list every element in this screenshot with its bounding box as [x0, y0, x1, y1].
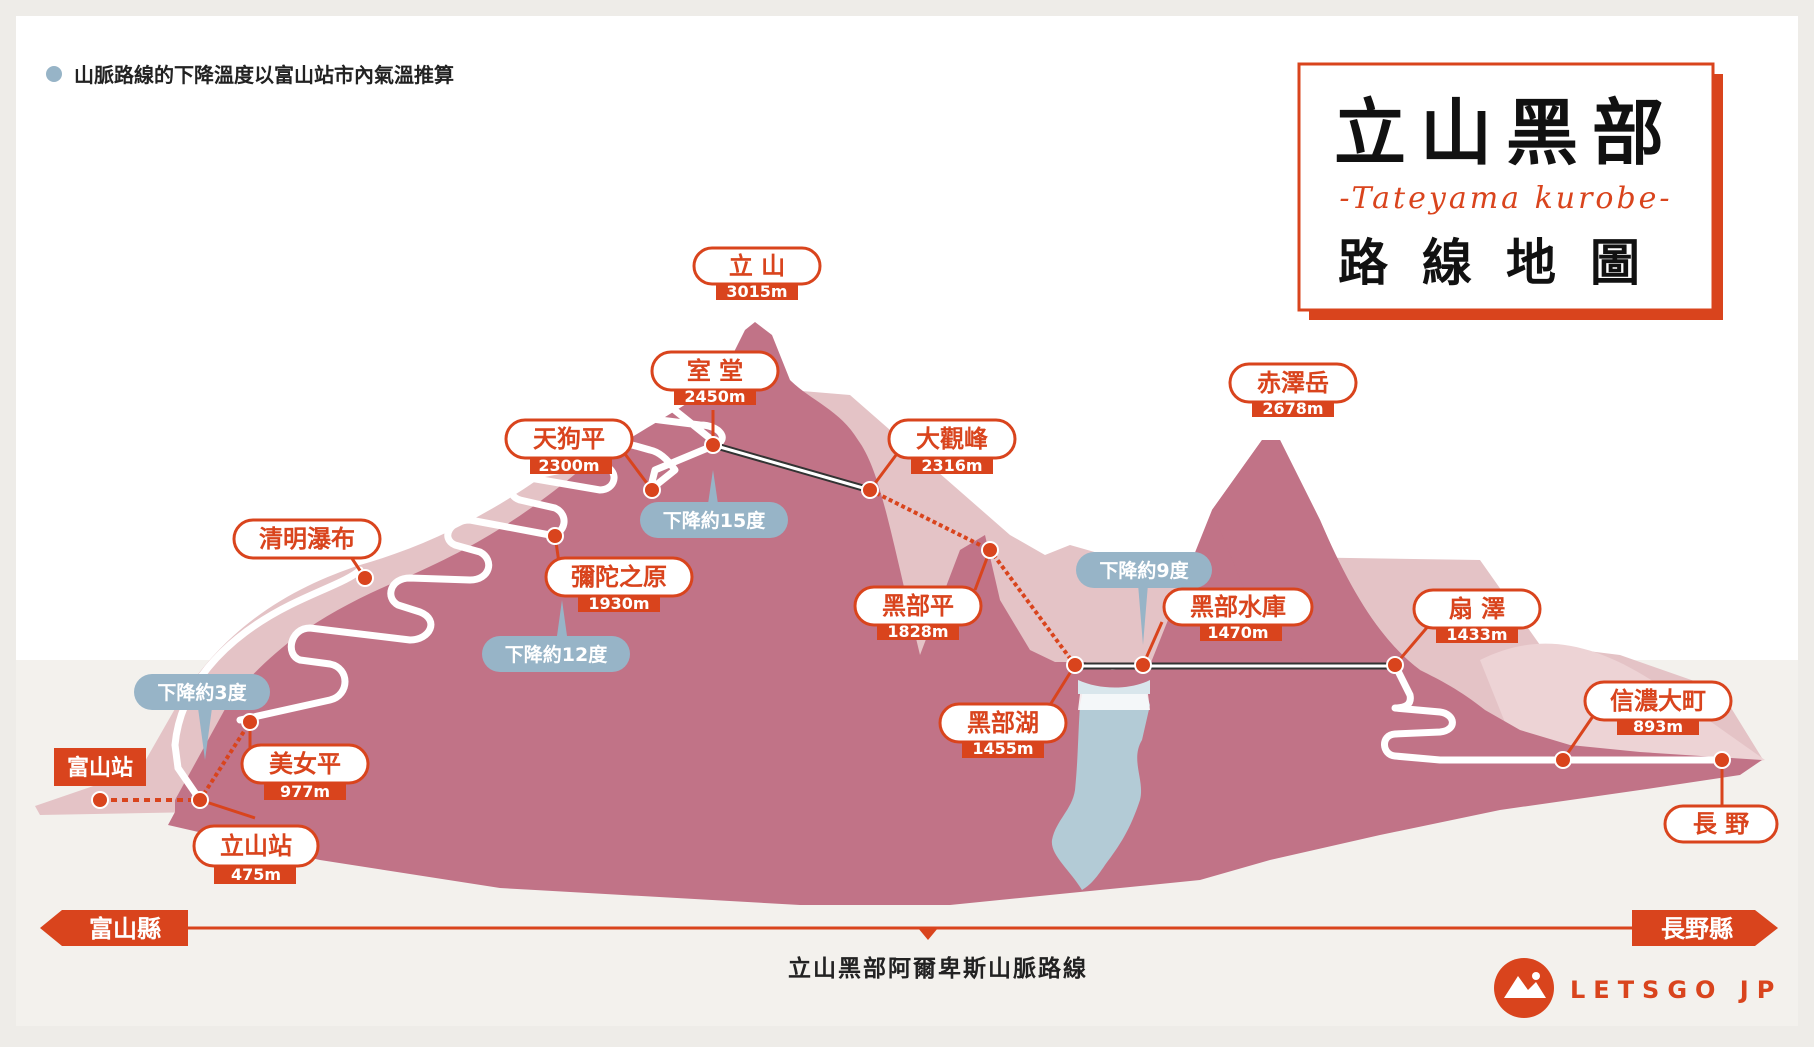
label-tengudaira-name: 天狗平: [533, 425, 605, 453]
dot-murodo: [704, 436, 722, 454]
toyama-pref-label: 富山縣: [89, 915, 161, 943]
toyama-pref-arrow: [40, 910, 188, 946]
title-main: 立山黑部: [1334, 90, 1678, 175]
label-ogisawa[interactable]: 扇 澤 1433m: [1412, 588, 1542, 644]
temp-label-t9: 下降約9度: [1099, 559, 1189, 582]
label-ogisawa-name: 扇 澤: [1449, 595, 1505, 623]
label-tateyama-st-elev: 475m: [231, 865, 281, 884]
label-shinano-elev: 893m: [1633, 717, 1683, 736]
label-nagano-name: 長 野: [1693, 810, 1749, 838]
label-midagahara-name: 彌陀之原: [571, 563, 667, 591]
label-ogisawa-elev: 1433m: [1446, 625, 1507, 644]
label-bijodaira-elev: 977m: [280, 782, 330, 801]
dot-nagano: [1713, 751, 1731, 769]
label-midagahara[interactable]: 彌陀之原 1930m: [544, 556, 694, 613]
label-bijodaira[interactable]: 美女平 977m: [240, 743, 370, 801]
dot-kurobedaira: [981, 541, 999, 559]
route-alpine-road: [236, 396, 726, 724]
route-nagano-road: [1381, 661, 1726, 764]
station-labels: 富山站 立山站 475m 美女平 977m 清明瀑布 彌陀之原 1930m: [54, 246, 1779, 884]
brand-mountain-icon: [1504, 976, 1546, 998]
note-bullet-icon: [46, 66, 62, 82]
cable-car-dotted-line: [198, 720, 252, 802]
dot-kurobedam: [1134, 656, 1152, 674]
label-kurobedaira[interactable]: 黑部平 1828m: [853, 585, 983, 641]
route-name: 立山黑部阿爾卑斯山脈路線: [788, 955, 1088, 982]
label-daikanbo-elev: 2316m: [921, 456, 982, 475]
note-text: 山脈路線的下降溫度以富山站市內氣溫推算: [74, 63, 454, 87]
title-script: -Tateyama kurobe-: [1339, 181, 1672, 216]
label-tateyama[interactable]: 立 山 3015m: [692, 246, 822, 301]
label-midagahara-elev: 1930m: [588, 594, 649, 613]
label-toyama-name: 富山站: [67, 755, 133, 781]
label-daikanbo[interactable]: 大觀峰 2316m: [887, 418, 1017, 475]
kurobe-dam-wall: [1078, 694, 1150, 710]
label-tateyama-elev: 3015m: [726, 282, 787, 301]
temp-callout-t9: 下降約9度: [1076, 552, 1212, 645]
dot-shinano: [1554, 751, 1572, 769]
label-murodo[interactable]: 室 堂 2450m: [650, 350, 780, 406]
title-box-frame: [1297, 62, 1715, 312]
dot-midagahara: [546, 527, 564, 545]
temp-label-t15: 下降約15度: [663, 509, 766, 532]
label-shinano[interactable]: 信濃大町 893m: [1583, 680, 1733, 736]
dot-shomyo: [356, 569, 374, 587]
label-tateyama-name: 立 山: [729, 252, 785, 280]
dot-bijodaira: [241, 713, 259, 731]
title-sub: 路線地圖: [1338, 233, 1674, 292]
label-kurobeko-elev: 1455m: [972, 739, 1033, 758]
label-akazawa-elev: 2678m: [1262, 399, 1323, 418]
label-kurobedam-name: 黑部水庫: [1190, 593, 1286, 621]
label-tateyama-st-name: 立山站: [220, 832, 292, 860]
label-kurobeko-name: 黑部湖: [967, 709, 1039, 737]
label-toyama[interactable]: 富山站: [54, 748, 146, 786]
label-shomyo-name: 清明瀑布: [259, 525, 355, 553]
kurobe-lake: [1051, 690, 1150, 890]
brand-name: LETSGO JP: [1570, 976, 1782, 1004]
label-akazawa-name: 赤澤岳: [1257, 369, 1329, 397]
label-daikanbo-name: 大觀峰: [916, 425, 988, 453]
label-kurobedam[interactable]: 黑部水庫 1470m: [1162, 587, 1314, 642]
label-murodo-elev: 2450m: [684, 387, 745, 406]
label-bijodaira-name: 美女平: [269, 750, 341, 778]
brand-sun-icon: [1532, 972, 1540, 980]
label-kurobedaira-elev: 1828m: [887, 622, 948, 641]
temp-callout-t12: 下降約12度: [482, 600, 630, 672]
label-tengudaira[interactable]: 天狗平 2300m: [504, 418, 634, 475]
label-shinano-name: 信濃大町: [1610, 687, 1706, 715]
label-kurobedaira-name: 黑部平: [882, 592, 954, 620]
dot-tengudaira: [643, 481, 661, 499]
label-shomyo[interactable]: 清明瀑布: [232, 518, 382, 560]
label-kurobeko[interactable]: 黑部湖 1455m: [938, 702, 1068, 758]
temp-label-t12: 下降約12度: [505, 643, 608, 666]
nagano-pref-label: 長野縣: [1661, 915, 1733, 943]
label-tateyama-st[interactable]: 立山站 475m: [192, 824, 320, 884]
label-akazawa[interactable]: 赤澤岳 2678m: [1228, 362, 1358, 418]
label-tengudaira-elev: 2300m: [538, 456, 599, 475]
dot-ogisawa: [1386, 656, 1404, 674]
route-shomyo-branch: [171, 566, 364, 804]
temp-callout-t15: 下降約15度: [640, 470, 788, 538]
brand-logo: LETSGO JP: [1494, 958, 1782, 1018]
dot-toyama: [91, 791, 109, 809]
station-dots: [91, 436, 1731, 809]
dot-daikanbo: [861, 481, 879, 499]
temp-callout-t3: 下降約3度: [134, 674, 270, 760]
dam-reservoir: [1078, 680, 1150, 694]
label-murodo-name: 室 堂: [687, 357, 743, 385]
label-nagano[interactable]: 長 野: [1663, 804, 1779, 844]
dot-tateyama-st: [191, 791, 209, 809]
nagano-pref-arrow: [1632, 910, 1778, 946]
title-box: 立山黑部 -Tateyama kurobe- 路線地圖: [1297, 62, 1723, 320]
temp-label-t3: 下降約3度: [157, 681, 247, 704]
prefecture-bar: 富山縣 長野縣: [40, 910, 1778, 946]
ropeway-cable-core: [712, 443, 871, 492]
label-kurobedam-elev: 1470m: [1207, 623, 1268, 642]
dot-kurobeko: [1066, 656, 1084, 674]
temp-callouts: 下降約3度 下降約12度 下降約15度 下降約9度: [134, 470, 1212, 760]
